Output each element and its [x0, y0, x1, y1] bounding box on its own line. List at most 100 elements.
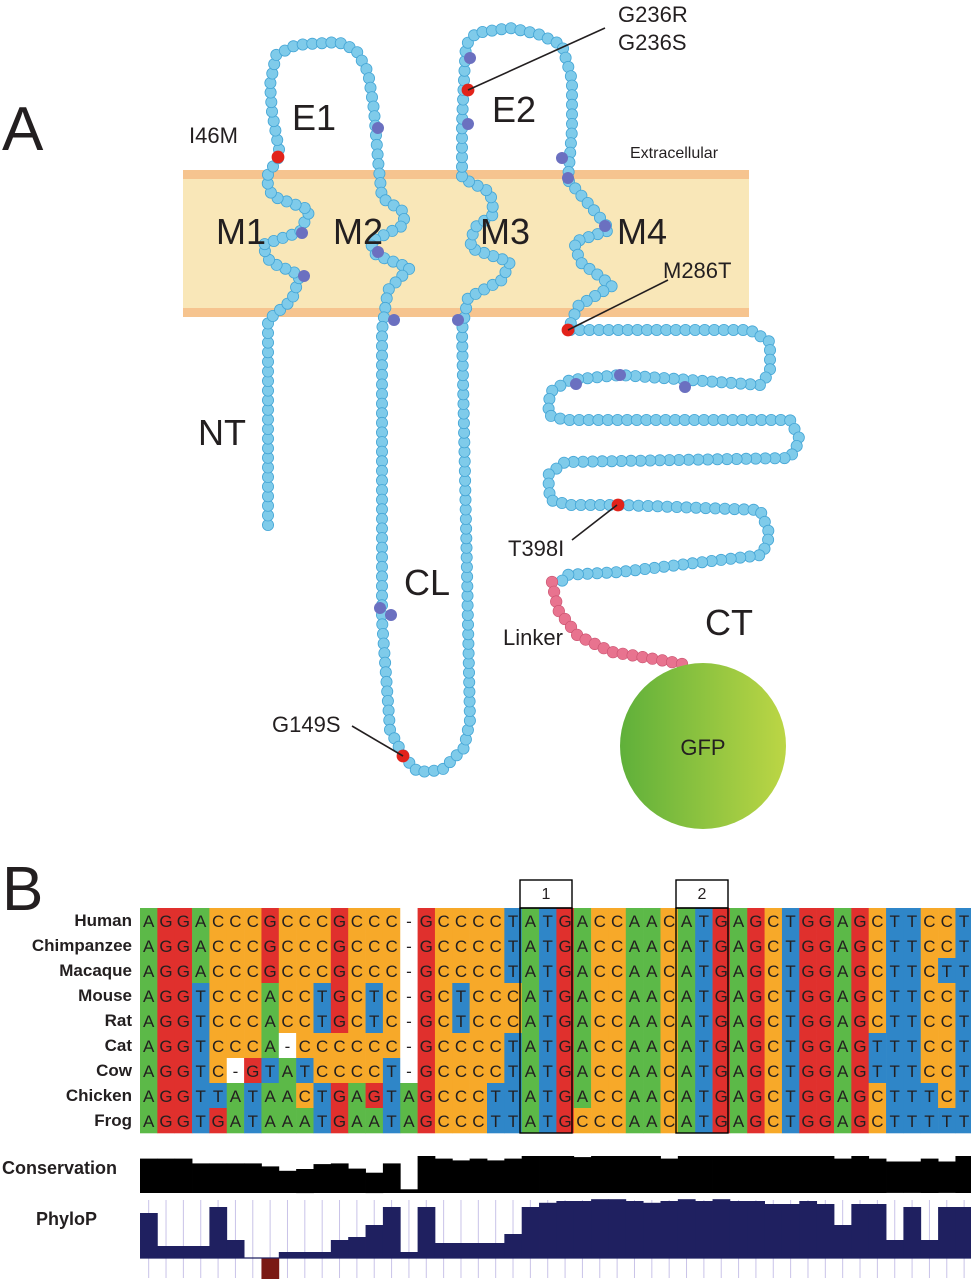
base-letter: C: [871, 987, 883, 1006]
base-letter: C: [472, 987, 484, 1006]
alignment-cell: [695, 908, 713, 934]
m3-label: M3: [480, 211, 530, 252]
alignment-cell: [504, 958, 522, 984]
alignment-cell: [487, 1108, 505, 1134]
base-letter: A: [282, 1062, 294, 1081]
alignment-cell: [729, 1033, 748, 1059]
phylop-bar: [209, 1207, 228, 1258]
alignment-cell: [400, 1083, 418, 1109]
alignment-cell: [417, 1008, 436, 1034]
base-letter: A: [282, 1087, 294, 1106]
alignment-cell: [625, 1008, 644, 1034]
base-letter: G: [333, 912, 346, 931]
base-letter: T: [543, 1112, 553, 1131]
alignment-cell: [261, 1033, 280, 1059]
base-letter: G: [368, 1087, 381, 1106]
alignment-cell: [625, 983, 644, 1009]
alignment-cell: [487, 958, 505, 984]
base-letter: A: [733, 937, 745, 956]
base-letter: G: [420, 987, 433, 1006]
base-letter: C: [611, 962, 623, 981]
base-letter: C: [299, 1012, 311, 1031]
conserved-residue: [462, 118, 474, 130]
species-label: Macaque: [59, 961, 132, 980]
base-letter: C: [368, 1062, 380, 1081]
base-letter: T: [890, 912, 900, 931]
base-letter: C: [941, 912, 953, 931]
base-letter: T: [543, 1037, 553, 1056]
base-letter: C: [455, 1062, 467, 1081]
base-letter: T: [785, 962, 795, 981]
base-letter: G: [177, 1112, 190, 1131]
base-letter: C: [941, 1062, 953, 1081]
base-letter: C: [437, 1037, 449, 1056]
alignment-cell: [643, 1033, 661, 1059]
alignment-cell: [816, 1108, 835, 1134]
alignment-cell: [573, 1108, 592, 1134]
base-letter: A: [837, 912, 849, 931]
alignment-cell: [313, 1083, 332, 1109]
base-letter: T: [317, 1112, 327, 1131]
base-letter: G: [801, 1112, 814, 1131]
alignment-cell: [764, 958, 783, 984]
base-letter: C: [281, 1012, 293, 1031]
alignment-cell: [313, 958, 332, 984]
phylop-bar: [608, 1199, 627, 1258]
base-letter: G: [819, 962, 832, 981]
base-letter: C: [247, 912, 259, 931]
alignment-cell: [244, 1058, 262, 1084]
base-letter: G: [715, 1037, 728, 1056]
alignment-cell: [174, 1033, 193, 1059]
base-letter: G: [558, 1037, 571, 1056]
alignment-cell: [469, 1108, 488, 1134]
base-letter: C: [923, 1062, 935, 1081]
base-letter: C: [299, 962, 311, 981]
base-letter: A: [733, 1112, 745, 1131]
base-letter: G: [159, 987, 172, 1006]
base-letter: G: [177, 987, 190, 1006]
alignment-cell: [521, 1108, 540, 1134]
alignment-cell: [868, 933, 887, 959]
alignment-cell: [695, 1033, 713, 1059]
alignment-cell: [938, 1033, 956, 1059]
alignment-cell: [278, 1108, 297, 1134]
conservation-bar: [348, 1168, 366, 1193]
base-letter: A: [681, 912, 693, 931]
species-label: Chicken: [66, 1086, 132, 1105]
alignment-cell: [573, 1033, 592, 1059]
panel-b-alignment: B HumanChimpanzeeMacaqueMouseRatCatCowCh…: [2, 855, 971, 1279]
alignment-cell: [365, 1033, 384, 1059]
phylop-bar: [955, 1207, 971, 1258]
base-letter: C: [351, 912, 363, 931]
base-letter: A: [577, 937, 589, 956]
base-letter: T: [785, 1112, 795, 1131]
phylop-track-label: PhyloP: [36, 1209, 97, 1229]
alignment-cell: [330, 958, 349, 984]
base-letter: C: [767, 1112, 779, 1131]
base-letter: G: [177, 1012, 190, 1031]
alignment-cell: [469, 1083, 488, 1109]
alignment-cell: [781, 908, 800, 934]
alignment-cell: [851, 983, 869, 1009]
base-letter: C: [229, 1012, 241, 1031]
base-letter: C: [941, 1087, 953, 1106]
base-letter: T: [959, 1037, 969, 1056]
base-letter: G: [159, 962, 172, 981]
alignment-cell: [955, 1083, 971, 1109]
alignment-cell: [174, 958, 193, 984]
alignment-cell: [174, 1083, 193, 1109]
conservation-bar: [625, 1156, 644, 1193]
base-letter: C: [663, 962, 675, 981]
alignment-cell: [365, 983, 384, 1009]
base-letter: G: [819, 1037, 832, 1056]
alignment-cell: [643, 1058, 661, 1084]
base-letter: C: [923, 912, 935, 931]
conservation-bar: [677, 1156, 696, 1193]
alignment-cell: [261, 1008, 280, 1034]
alignment-cell: [504, 1058, 522, 1084]
base-letter: G: [801, 962, 814, 981]
alignment-cell: [521, 1008, 540, 1034]
alignment-cell: [296, 933, 314, 959]
base-letter: C: [385, 1012, 397, 1031]
conserved-residue: [452, 314, 464, 326]
